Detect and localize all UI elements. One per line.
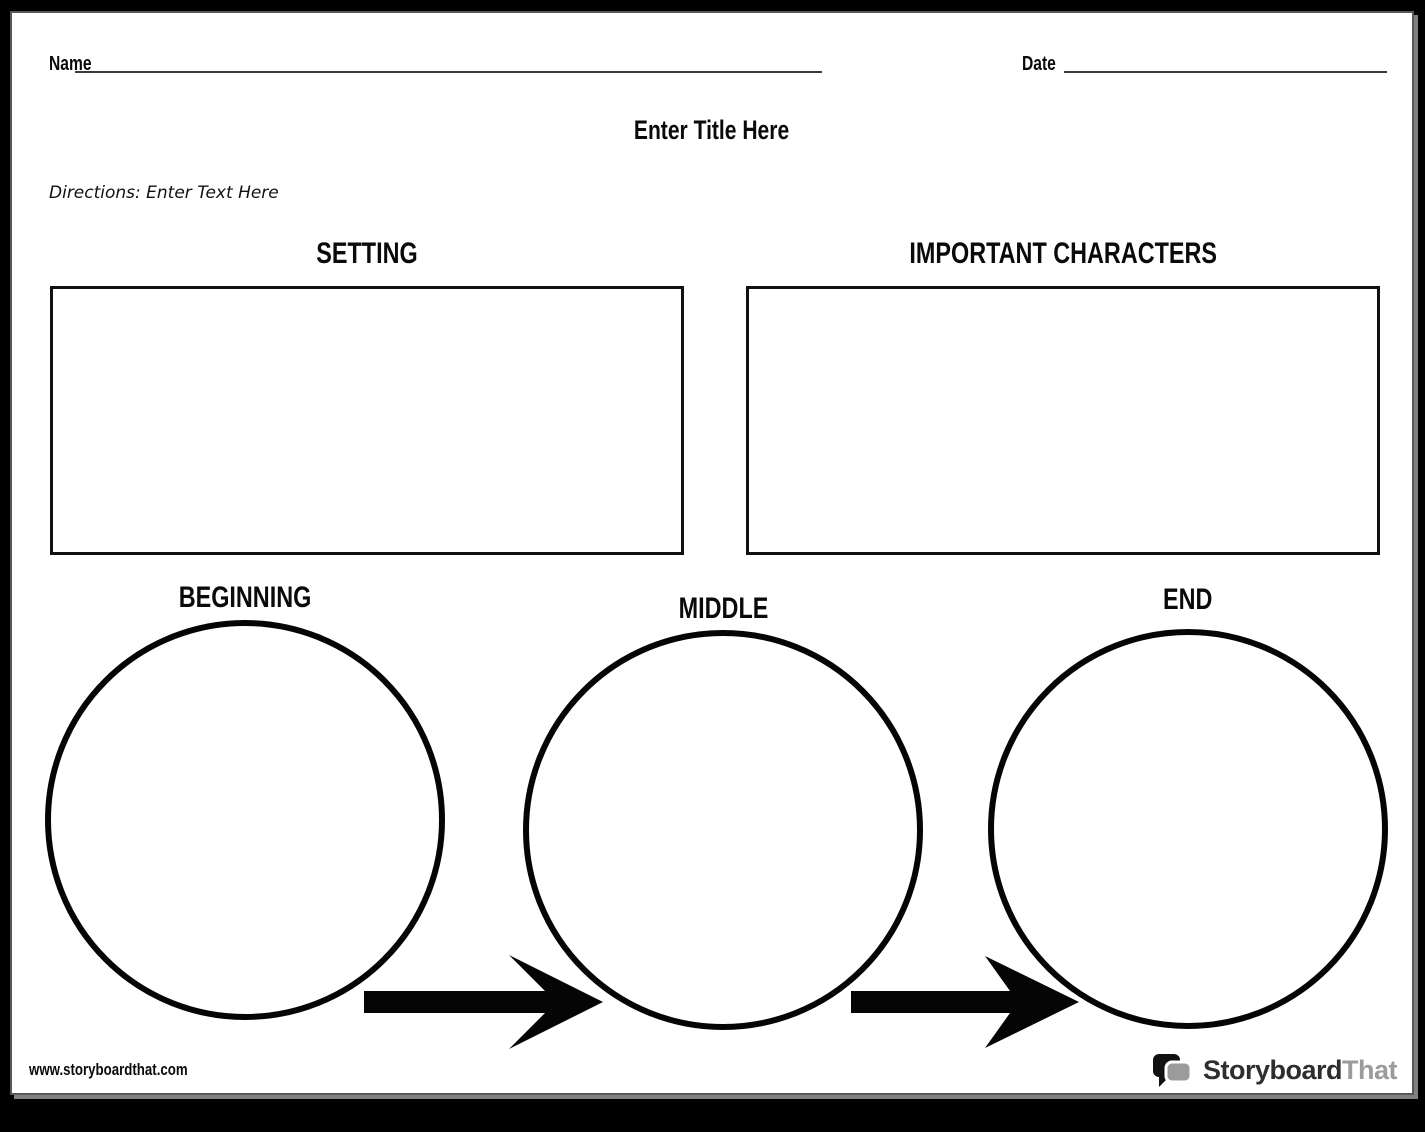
logo-wordmark: StoryboardThat — [1202, 1054, 1398, 1086]
title-row: Enter Title Here — [12, 115, 1412, 146]
name-label: Name — [49, 53, 103, 76]
logo-text-secondary: That — [1342, 1054, 1398, 1085]
storyboardthat-logo: StoryboardThat — [1152, 1049, 1398, 1091]
middle-label: MIDDLE — [523, 594, 923, 624]
date-input-line[interactable] — [1064, 53, 1387, 73]
important-characters-header: IMPORTANT CHARACTERS — [746, 239, 1380, 269]
logo-text-primary: Storyboard — [1202, 1054, 1343, 1085]
setting-header-text: SETTING — [316, 237, 418, 270]
arrow-beginning-to-middle-icon — [364, 955, 603, 1049]
beginning-circle[interactable] — [45, 620, 445, 1020]
end-circle[interactable] — [988, 629, 1388, 1029]
name-input-line[interactable] — [75, 53, 822, 73]
middle-circle[interactable] — [523, 630, 923, 1030]
end-label: END — [988, 585, 1388, 615]
speech-bubbles-icon — [1152, 1054, 1193, 1087]
directions-placeholder[interactable]: Directions: Enter Text Here — [49, 183, 279, 203]
title-placeholder[interactable]: Enter Title Here — [634, 115, 790, 145]
end-label-text: END — [1163, 583, 1213, 616]
beginning-label: BEGINNING — [45, 583, 445, 613]
website-url: www.storyboardthat.com — [29, 1060, 232, 1080]
date-label: Date — [1022, 53, 1065, 76]
worksheet-page: Name Date Enter Title Here Directions: E… — [10, 11, 1414, 1095]
setting-box[interactable] — [50, 286, 684, 555]
arrow-middle-to-end-icon — [851, 956, 1079, 1048]
beginning-label-text: BEGINNING — [178, 581, 312, 614]
important-characters-header-text: IMPORTANT CHARACTERS — [909, 237, 1217, 270]
middle-label-text: MIDDLE — [678, 592, 768, 625]
website-url-text: www.storyboardthat.com — [29, 1060, 188, 1079]
important-characters-box[interactable] — [746, 286, 1380, 555]
setting-header: SETTING — [50, 239, 684, 269]
date-label-text: Date — [1022, 53, 1056, 75]
name-label-text: Name — [49, 53, 92, 75]
